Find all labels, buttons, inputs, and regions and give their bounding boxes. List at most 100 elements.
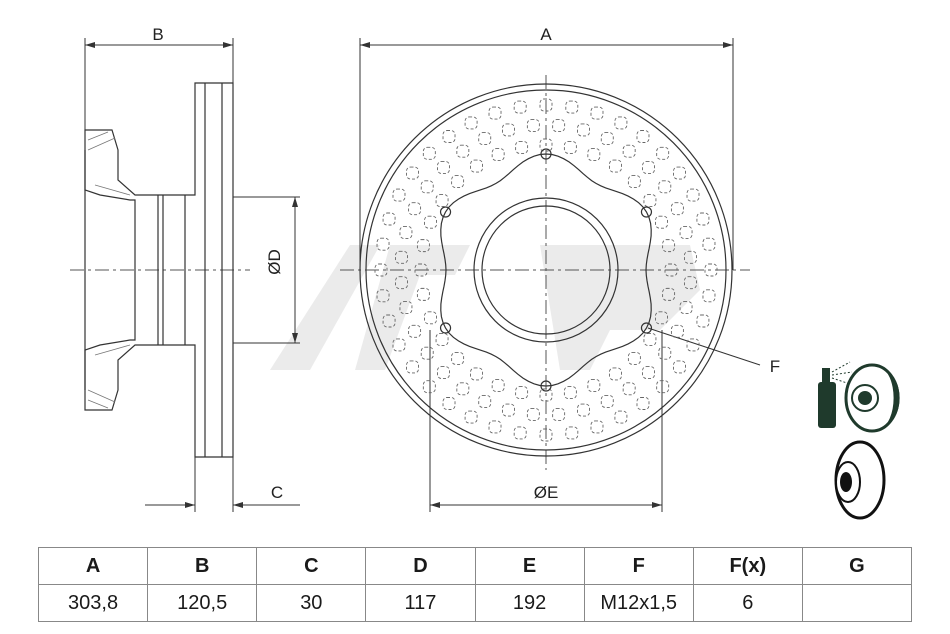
drilled-hole xyxy=(464,410,478,424)
dim-label-e: ØE xyxy=(534,483,559,502)
drilled-hole xyxy=(526,407,540,421)
drilled-hole xyxy=(406,360,419,374)
drilled-hole xyxy=(464,116,478,130)
drilled-hole xyxy=(658,346,672,360)
drilled-hole xyxy=(395,250,409,264)
drilled-hole xyxy=(622,144,636,158)
drilled-hole xyxy=(395,276,409,290)
drilled-hole xyxy=(656,380,670,394)
header-d: D xyxy=(365,547,476,585)
drilled-hole xyxy=(513,426,527,440)
drilled-hole xyxy=(587,148,601,161)
drilled-hole xyxy=(456,144,470,158)
drilled-hole xyxy=(565,100,579,114)
drilled-hole xyxy=(673,360,686,374)
drilled-hole xyxy=(491,379,505,392)
drilled-hole xyxy=(622,382,636,396)
dim-label-b: B xyxy=(152,25,163,44)
dimensions-table: A B C D E F F(x) G 303,8 120,5 30 117 19… xyxy=(37,547,913,622)
drilled-hole xyxy=(600,394,614,408)
drilled-hole xyxy=(488,106,502,120)
drilled-hole xyxy=(696,314,710,328)
drilled-hole xyxy=(451,175,465,189)
drilled-hole xyxy=(408,324,422,338)
drilled-hole xyxy=(399,301,413,314)
drilled-hole xyxy=(627,351,641,365)
drilled-hole xyxy=(416,239,430,253)
bolt-hole xyxy=(640,206,653,218)
drilled-hole xyxy=(662,239,676,253)
dimension-lines xyxy=(84,38,761,512)
table-header-row: A B C D E F F(x) G xyxy=(37,547,913,585)
drilled-hole xyxy=(442,130,456,143)
drilled-hole xyxy=(679,226,693,239)
drilled-hole xyxy=(565,426,579,440)
drilled-hole xyxy=(643,332,657,346)
drilled-hole xyxy=(374,263,388,277)
drilled-hole xyxy=(679,301,693,314)
header-b: B xyxy=(147,547,258,585)
drilled-hole xyxy=(408,202,422,216)
drilled-hole xyxy=(435,332,449,346)
drilled-hole xyxy=(658,180,672,194)
drilled-hole xyxy=(478,132,492,146)
drilled-hole xyxy=(662,287,676,301)
drilled-hole xyxy=(704,263,718,277)
drilled-hole xyxy=(643,194,657,208)
drilled-hole xyxy=(683,276,697,290)
drilled-hole xyxy=(600,132,614,146)
table-row: 303,8 120,5 30 117 192 M12x1,5 6 xyxy=(37,584,913,622)
bolt-hole xyxy=(540,148,552,160)
drilled-hole xyxy=(655,311,668,325)
drilled-hole xyxy=(590,420,604,434)
dim-label-c: C xyxy=(271,483,283,502)
drilled-hole xyxy=(376,237,390,251)
header-a: A xyxy=(37,547,149,585)
drilled-hole xyxy=(451,351,465,365)
drilled-hole xyxy=(552,407,566,421)
drilled-hole xyxy=(655,215,668,229)
drilled-hole xyxy=(656,146,670,160)
dim-label-a: A xyxy=(540,25,552,44)
drilled-hole xyxy=(437,161,450,174)
drilled-hole xyxy=(664,263,678,277)
drilled-hole xyxy=(642,161,655,174)
value-f: M12x1,5 xyxy=(583,584,694,622)
drilled-hole xyxy=(416,287,430,301)
drilled-hole xyxy=(491,148,505,161)
drilled-hole xyxy=(420,346,434,360)
drilled-hole xyxy=(502,403,515,417)
header-fx: F(x) xyxy=(692,547,803,585)
bolt-hole xyxy=(439,322,452,334)
drilled-hole xyxy=(587,379,601,392)
value-a: 303,8 xyxy=(37,584,149,622)
drilled-hole xyxy=(502,123,515,137)
bolt-hole xyxy=(439,206,452,218)
value-g xyxy=(801,584,913,622)
dim-label-f: F xyxy=(770,357,780,376)
drilled-hole xyxy=(376,289,390,303)
drilled-hole xyxy=(406,166,419,180)
drilled-hole xyxy=(526,119,540,133)
front-view xyxy=(359,83,733,457)
drilled-hole xyxy=(686,338,700,352)
drilled-hole xyxy=(420,180,434,194)
bolt-hole xyxy=(540,380,552,392)
drilled-hole xyxy=(539,428,553,442)
drilled-hole xyxy=(702,237,716,251)
drilled-hole xyxy=(513,100,527,114)
drilled-hole xyxy=(702,289,716,303)
drilled-hole xyxy=(424,215,437,229)
drilled-hole xyxy=(437,366,450,379)
drilled-hole xyxy=(456,382,470,396)
drilled-hole xyxy=(539,98,553,112)
drilled-hole xyxy=(382,314,396,328)
drilled-hole xyxy=(636,130,650,143)
drilled-hole xyxy=(478,394,492,408)
drilled-hole xyxy=(614,410,628,424)
drilled-hole xyxy=(414,263,428,277)
drilled-hole xyxy=(422,146,436,160)
header-c: C xyxy=(256,547,367,585)
drilled-hole xyxy=(552,119,566,133)
drilled-hole xyxy=(686,188,700,202)
